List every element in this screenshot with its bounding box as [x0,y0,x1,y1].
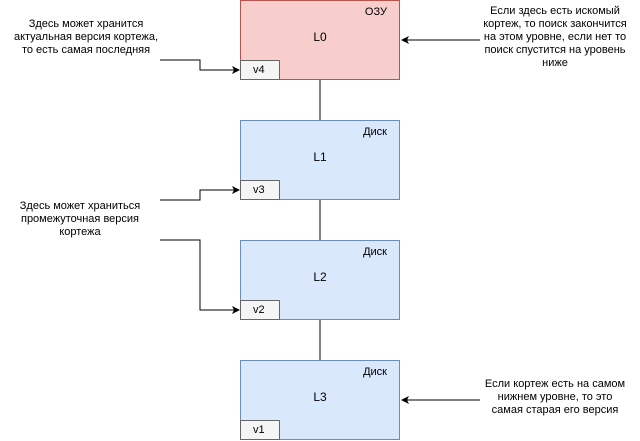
version-badge-v4: v4 [240,60,280,80]
note-search-stop: Если здесь есть искомый кортеж, то поиск… [480,5,630,70]
note-line: кортеж, то поиск закончится [483,18,627,30]
storage-label: ОЗУ [364,6,387,18]
note-line: Здесь может хранится [28,18,144,30]
note-line: Если здесь есть искомый [490,5,620,17]
storage-label: Диск [363,126,387,138]
level-name: L2 [313,270,327,284]
note-latest-version: Здесь может хранится актуальная версия к… [6,18,166,57]
note-intermediate-version: Здесь может храниться промежуточная верс… [0,200,160,239]
note-line: самая старая его версия [491,404,619,416]
note-line: поиск спустится на уровень [484,44,626,56]
note-line: кортежа [59,226,101,238]
version-badge-v2: v2 [240,300,280,320]
arrow-intermediate-to-v2 [160,239,240,314]
note-oldest-version: Если кортеж есть на самом нижнем уровне,… [480,378,630,417]
storage-label: Диск [363,366,387,378]
level-name: L1 [313,150,327,164]
storage-label: Диск [363,246,387,258]
version-badge-v1: v1 [240,420,280,440]
level-name: L0 [313,30,327,44]
note-line: на этом уровне, если нет то [483,31,627,43]
version-badge-v3: v3 [240,180,280,200]
level-l3-box: Диск L3 [240,360,400,440]
note-line: промежуточная версия [20,213,139,225]
note-line: то есть самая последняя [21,44,151,56]
level-name: L3 [313,390,327,404]
note-line: ниже [542,57,568,69]
note-line: Здесь может храниться [19,200,141,212]
note-line: актуальная версия кортежа, [13,31,159,43]
note-line: нижнем уровне, то это [497,391,613,403]
arrow-intermediate-to-v3 [160,186,240,201]
arrow-latest-to-v4 [160,59,240,74]
note-line: Если кортеж есть на самом [484,378,626,390]
